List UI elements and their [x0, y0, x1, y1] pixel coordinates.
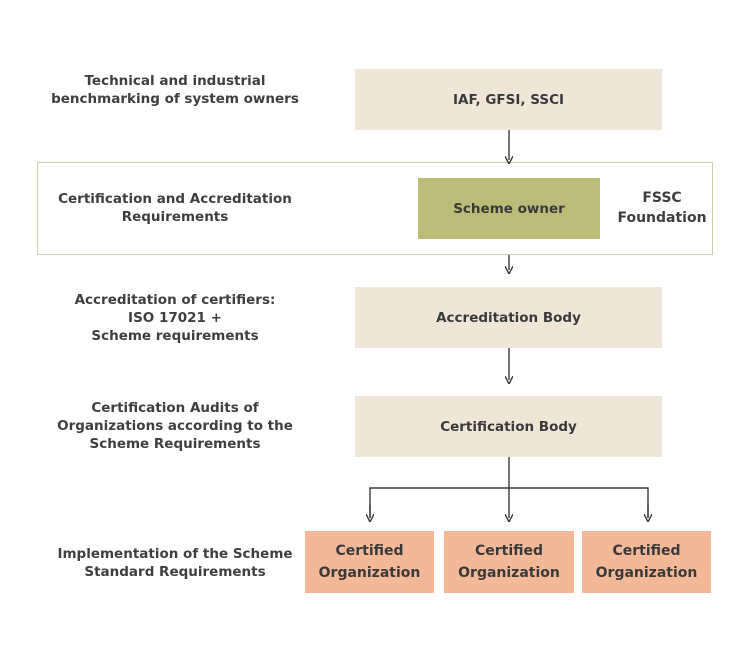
certified-organization-box-3: Certified Organization [582, 531, 711, 593]
benchmarking-label: Technical and industrial benchmarking of… [51, 73, 299, 107]
audits-label: Certification Audits of Organizations ac… [57, 400, 293, 452]
implementation-label: Implementation of the Scheme Standard Re… [57, 546, 293, 580]
scheme-owner-box: Scheme owner [418, 178, 600, 239]
certified-organization-box-2: Certified Organization [444, 531, 574, 593]
accreditation-body-box: Accreditation Body [355, 287, 662, 348]
arrow-certification-branch [369, 487, 649, 518]
iaf-gfsi-ssci-box: IAF, GFSI, SSCI [355, 69, 662, 130]
accreditation-label: Accreditation of certifiers: ISO 17021 +… [74, 292, 276, 344]
fssc-foundation-label: FSSC Foundation [617, 190, 707, 226]
certified-organization-box-1: Certified Organization [305, 531, 434, 593]
certification-body-box: Certification Body [355, 396, 662, 457]
requirements-label: Certification and Accreditation Requirem… [58, 191, 292, 225]
scheme-owner-frame [37, 162, 713, 255]
